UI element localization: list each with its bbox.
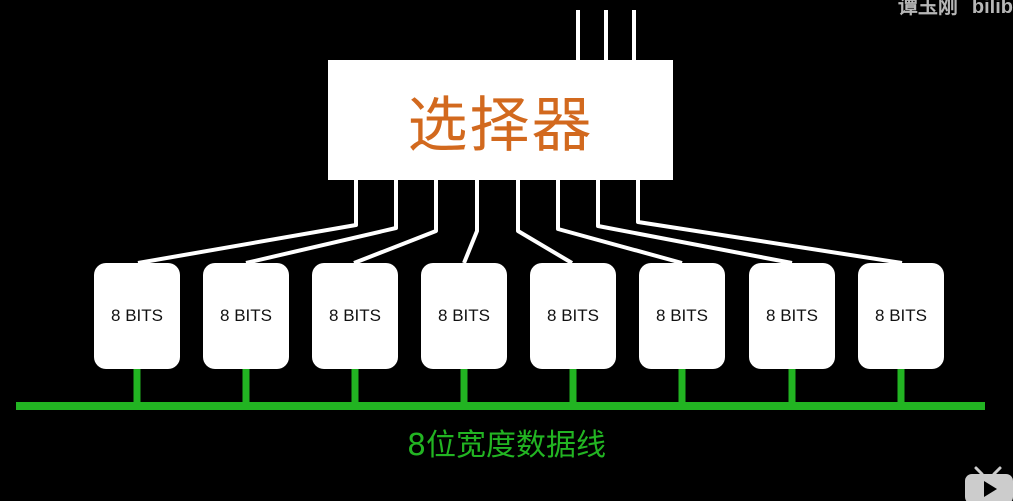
register-label: 8 BITS [438,306,490,325]
wire-7 [596,180,793,265]
selector-label: 选择器 [407,90,594,161]
selector-box: 选择器 [328,60,673,180]
register-label: 8 BITS [111,306,163,325]
register-label: 8 BITS [656,306,708,325]
control-input-lines [576,10,636,60]
wire-6 [556,180,683,265]
register-7: 8 BITS [749,263,835,369]
watermark-author: 谭玉刚 [897,0,958,18]
register-1: 8 BITS [94,263,180,369]
register-label: 8 BITS [329,306,381,325]
register-8: 8 BITS [858,263,944,369]
bilibili-tv-icon [965,466,1013,501]
wire-3 [353,180,438,265]
register-2: 8 BITS [203,263,289,369]
register-4: 8 BITS [421,263,507,369]
wire-5 [516,180,574,265]
register-label: 8 BITS [220,306,272,325]
register-6: 8 BITS [639,263,725,369]
wire-1 [137,180,358,265]
register-label: 8 BITS [875,306,927,325]
wire-4 [462,180,479,264]
wire-2 [245,180,398,265]
register-3: 8 BITS [312,263,398,369]
register-label: 8 BITS [547,306,599,325]
selector-to-register-wires [137,180,903,265]
bus-connectors [133,369,905,406]
data-bus-label: 8位宽度数据线 [406,428,607,463]
watermark-brand: bilib [971,0,1013,18]
wire-8 [636,180,903,265]
register-5: 8 BITS [530,263,616,369]
watermark: 谭玉刚 bilib [898,0,1013,19]
register-label: 8 BITS [766,306,818,325]
